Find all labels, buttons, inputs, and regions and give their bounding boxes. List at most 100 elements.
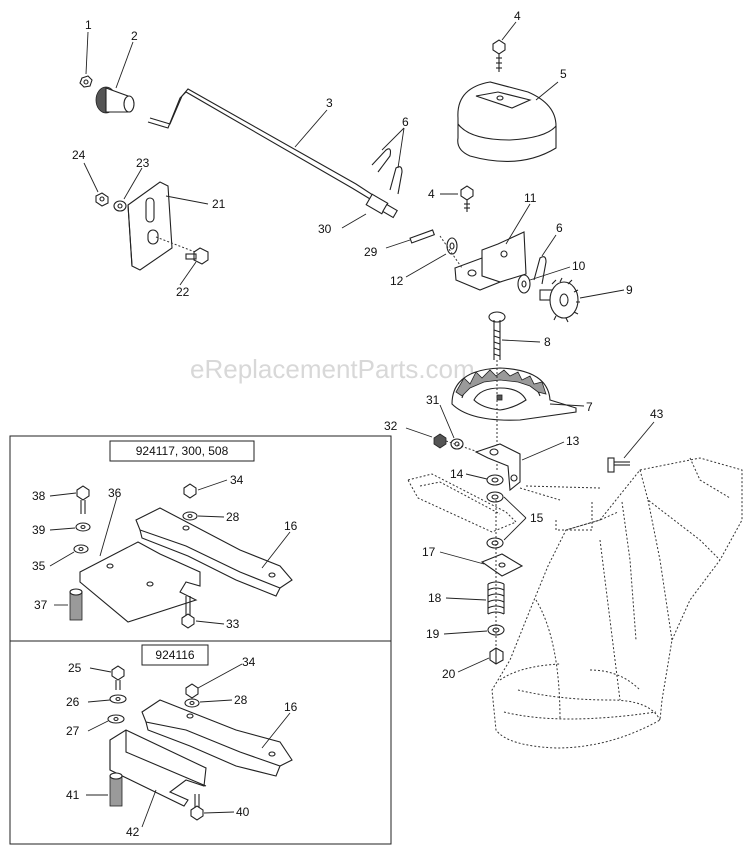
- part-8-carriage-bolt: [488, 311, 506, 360]
- part-34-nut-bottom: [185, 683, 199, 699]
- callout-6-right: 6: [556, 221, 563, 235]
- callout-10: 10: [572, 259, 586, 273]
- callout-39: 39: [32, 523, 46, 537]
- callout-6-left: 6: [402, 115, 409, 129]
- part-6-hairpin-right: [533, 256, 547, 285]
- inset-bottom-title-box: [141, 644, 209, 666]
- part-42-bracket: [109, 729, 207, 807]
- callout-9: 9: [626, 283, 633, 297]
- part-17-plate: [480, 553, 524, 577]
- part-29-pin: [409, 229, 436, 244]
- part-13-bracket: [474, 443, 521, 492]
- inset-top-title: 924117, 300, 508: [136, 444, 229, 458]
- part-41-spacer: [109, 772, 123, 807]
- part-20-nut: [489, 647, 504, 665]
- callout-27: 27: [66, 724, 80, 738]
- callout-17: 17: [422, 545, 436, 559]
- part-1-nut: [79, 75, 93, 88]
- callout-5: 5: [560, 67, 567, 81]
- callout-25: 25: [68, 661, 82, 675]
- part-40-bolt: [190, 794, 204, 821]
- inset-bottom-frame: [9, 640, 392, 845]
- callout-3: 3: [326, 96, 333, 110]
- part-28-washer-bottom: [184, 698, 200, 708]
- part-10-washer: [517, 274, 531, 294]
- part-32-nut: [433, 433, 447, 449]
- part-4-bolt-top: [492, 39, 506, 72]
- callout-43: 43: [650, 407, 664, 421]
- callout-22: 22: [176, 285, 190, 299]
- part-33-bolt: [181, 596, 195, 629]
- part-4-bolt-middle: [460, 185, 474, 212]
- callout-11: 11: [524, 191, 537, 205]
- part-23-washer: [113, 200, 127, 212]
- callout-32: 32: [384, 419, 398, 433]
- callout-26: 26: [66, 695, 80, 709]
- part-38-bolt: [76, 485, 90, 514]
- callout-16-top: 16: [284, 519, 298, 533]
- callout-14: 14: [450, 467, 464, 481]
- part-25-bolt: [111, 665, 125, 690]
- callout-1: 1: [85, 18, 92, 32]
- callout-28-bottom: 28: [234, 693, 248, 707]
- part-34-nut-top: [183, 483, 197, 499]
- inset-bottom-title: 924116: [155, 648, 194, 662]
- part-14-washer: [486, 474, 504, 486]
- part-9-gear: [539, 277, 580, 323]
- callout-2: 2: [131, 29, 138, 43]
- part-24-nut: [95, 192, 109, 207]
- callout-34-bottom: 34: [242, 655, 256, 669]
- callout-33: 33: [226, 617, 240, 631]
- part-36-plate: [79, 541, 201, 623]
- part-21-bracket-plate: [127, 181, 173, 271]
- part-30-fitting: [365, 193, 398, 219]
- callout-4-middle: 4: [428, 187, 435, 201]
- callout-29: 29: [364, 245, 378, 259]
- part-16-arm-bottom: [141, 699, 293, 777]
- callout-labels: 1 2 3 4 4 5 6 6 7 8 9 10 11 12 13 14 15 …: [32, 9, 664, 839]
- part-43-bolt: [607, 457, 630, 473]
- callout-41: 41: [66, 788, 80, 802]
- callout-36: 36: [108, 486, 122, 500]
- callout-40: 40: [236, 805, 250, 819]
- callout-4-top: 4: [514, 9, 521, 23]
- callout-28-top: 28: [226, 510, 240, 524]
- callout-13: 13: [566, 434, 580, 448]
- part-11-bracket: [454, 231, 527, 291]
- callout-7: 7: [586, 400, 593, 414]
- part-3-rod: [147, 88, 383, 206]
- callout-38: 38: [32, 489, 46, 503]
- callout-34-top: 34: [230, 473, 244, 487]
- part-35-washer: [73, 544, 89, 554]
- callout-19: 19: [426, 627, 440, 641]
- part-31-washer: [450, 438, 464, 450]
- part-12-washer: [446, 237, 458, 255]
- callout-12: 12: [390, 274, 404, 288]
- callout-42: 42: [126, 825, 140, 839]
- callout-23: 23: [136, 156, 150, 170]
- callout-30: 30: [318, 222, 332, 236]
- part-22-bolt: [185, 247, 209, 265]
- callout-21: 21: [212, 197, 226, 211]
- part-37-spacer: [69, 588, 83, 621]
- callout-31: 31: [426, 393, 440, 407]
- callout-37: 37: [34, 598, 48, 612]
- callout-16-bottom: 16: [284, 700, 298, 714]
- part-28-washer-top: [182, 511, 198, 521]
- part-27-washer: [107, 714, 125, 724]
- part-5-cap: [457, 81, 557, 162]
- inset-top-title-box: [109, 440, 255, 462]
- callout-20: 20: [442, 667, 456, 681]
- callout-35: 35: [32, 559, 46, 573]
- part-26-washer: [109, 694, 127, 704]
- part-7-ring-gear: [451, 367, 577, 421]
- watermark: eReplacementParts.com: [190, 354, 475, 384]
- callout-18: 18: [428, 591, 442, 605]
- callout-8: 8: [544, 335, 551, 349]
- callout-15: 15: [530, 511, 544, 525]
- discharge-chute: [491, 457, 743, 749]
- part-39-washer: [75, 522, 91, 532]
- part-15-washers: [486, 491, 504, 549]
